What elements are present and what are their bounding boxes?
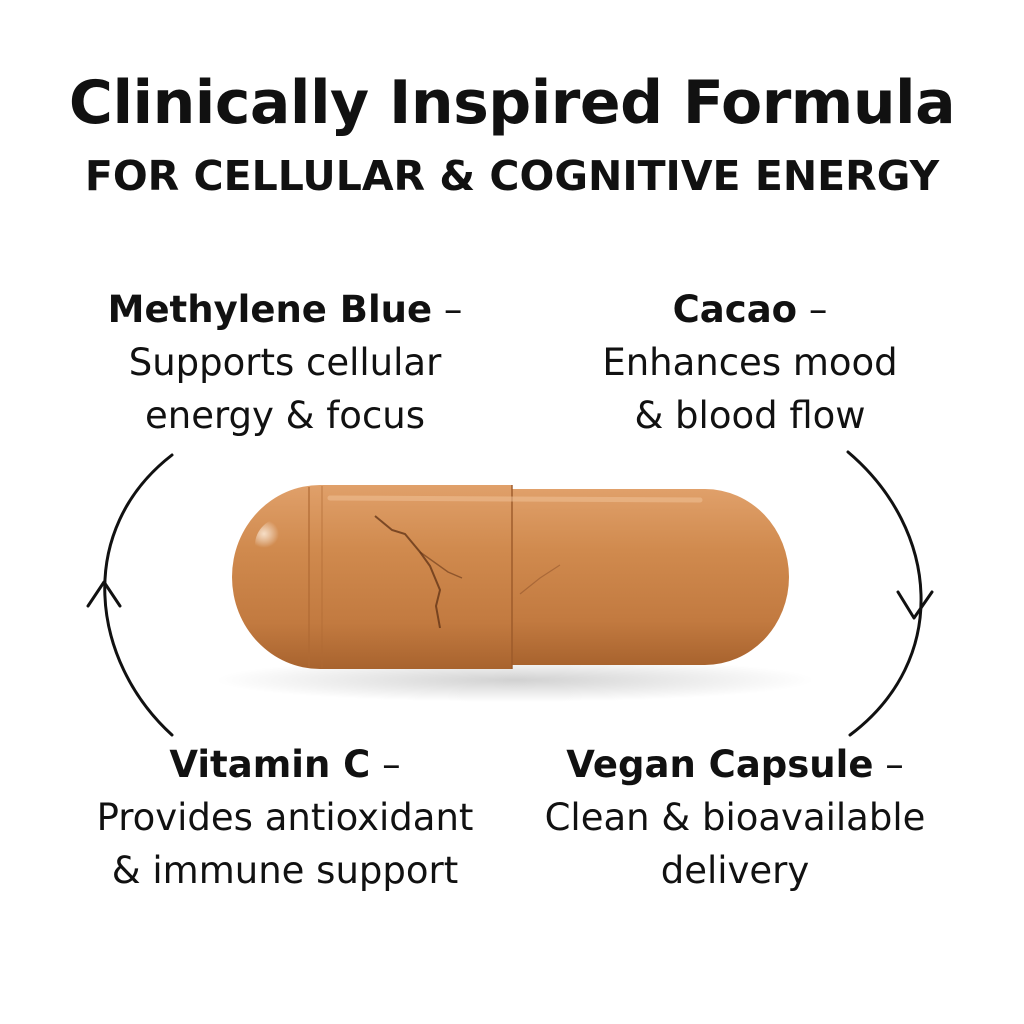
- ingredient-name: Vitamin C: [169, 743, 371, 786]
- capsule-cap: [232, 485, 512, 669]
- page-title: Clinically Inspired Formula: [68, 68, 956, 138]
- page-subtitle: FOR CELLULAR & COGNITIVE ENERGY: [84, 152, 940, 200]
- ingredient-description-line: Provides antioxidant: [96, 796, 474, 839]
- ingredient-vitamin-c: Vitamin C – Provides antioxidant & immun…: [60, 738, 510, 897]
- ingredient-heading: Methylene Blue –: [70, 283, 500, 336]
- ingredient-vegan-capsule: Vegan Capsule – Clean & bioavailable del…: [520, 738, 950, 897]
- ingredient-description-line: & blood flow: [634, 394, 866, 437]
- capsule-vein-marking-3: [519, 564, 561, 595]
- ingredient-description-line: Clean & bioavailable: [544, 796, 926, 839]
- ingredient-dash: –: [797, 288, 828, 331]
- right-cycle-arrow: [846, 450, 923, 737]
- capsule-vein-marking-2: [419, 551, 463, 579]
- ingredient-description-line: Supports cellular: [128, 341, 442, 384]
- ingredient-dash: –: [370, 743, 401, 786]
- ingredient-name: Vegan Capsule: [566, 743, 874, 786]
- ingredient-heading: Vegan Capsule –: [520, 738, 950, 791]
- ingredient-description-line: Enhances mood: [602, 341, 898, 384]
- capsule-body: [500, 489, 789, 665]
- ingredient-cacao: Cacao – Enhances mood & blood flow: [545, 283, 955, 442]
- ingredient-name: Methylene Blue: [107, 288, 433, 331]
- capsule-highlight: [255, 517, 315, 573]
- ingredient-dash: –: [432, 288, 463, 331]
- ingredient-dash: –: [873, 743, 904, 786]
- capsule-vein-marking: [374, 515, 442, 629]
- ingredient-methylene-blue: Methylene Blue – Supports cellular energ…: [70, 283, 500, 442]
- left-cycle-arrow: [103, 453, 174, 737]
- right-arrowhead-icon: [896, 590, 934, 620]
- ingredient-name: Cacao: [672, 288, 798, 331]
- ingredient-heading: Vitamin C –: [60, 738, 510, 791]
- ingredient-heading: Cacao –: [545, 283, 955, 336]
- left-arrowhead-icon: [86, 580, 122, 608]
- ingredient-description-line: delivery: [660, 849, 810, 892]
- ingredient-description-line: energy & focus: [144, 394, 426, 437]
- capsule-top-highlight: [327, 495, 703, 503]
- ingredient-description-line: & immune support: [111, 849, 459, 892]
